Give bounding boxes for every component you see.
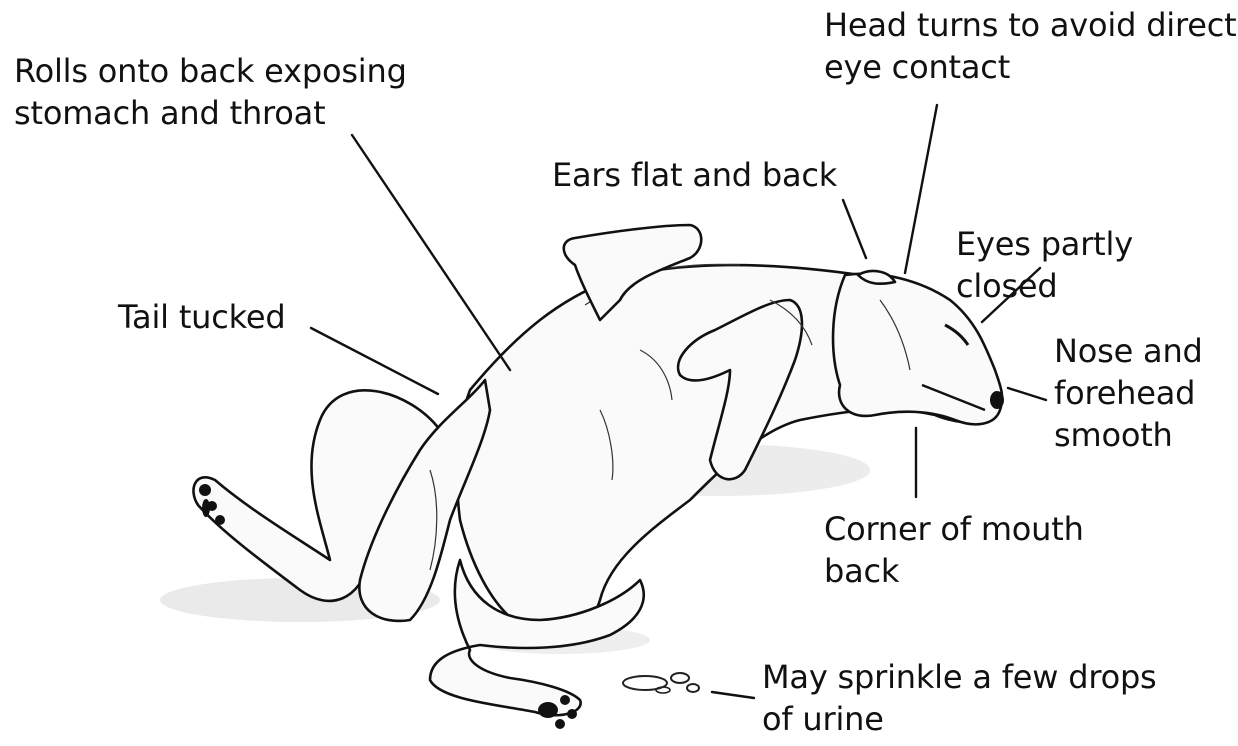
label-mouth: Corner of mouth back [824,508,1084,592]
label-urine: May sprinkle a few drops of urine [762,656,1157,740]
label-eyes: Eyes partly closed [956,223,1238,307]
wolf-body [193,225,1004,729]
leader-urine [712,692,754,698]
label-nose: Nose and forehead smooth [1054,330,1203,456]
leader-head-turns [905,105,937,273]
leader-ears [843,200,866,258]
urine-drops [623,673,699,693]
label-rolls-onto-back: Rolls onto back exposing stomach and thr… [14,50,407,134]
leader-rolls-onto-back [352,135,510,370]
label-ears: Ears flat and back [552,154,837,196]
leader-nose [1008,388,1046,400]
label-tail: Tail tucked [118,296,285,338]
leader-tail [311,328,438,394]
label-head-turns: Head turns to avoid direct eye contact [824,4,1236,88]
nose [990,391,1004,409]
